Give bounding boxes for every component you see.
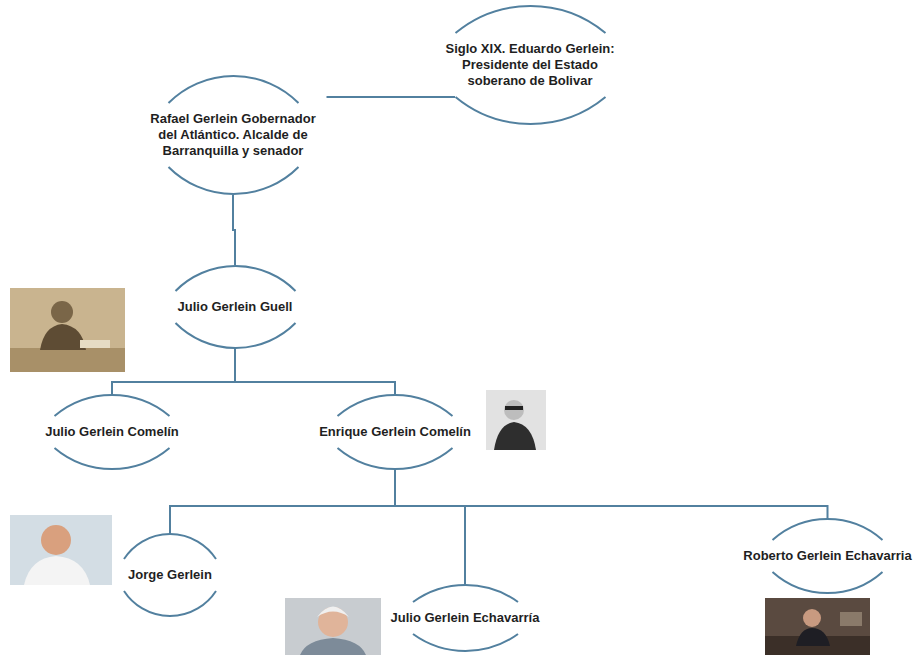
person-name: Rafael Gerlein Gobernador del Atlántico.…: [146, 111, 321, 159]
node-arc: [55, 448, 170, 469]
person-name: Enrique Gerlein Comelín: [319, 424, 471, 440]
tree-connector: [170, 470, 395, 533]
person-name: Julio Gerlein Guell: [178, 299, 293, 315]
person-name: Julio Gerlein Comelín: [45, 424, 179, 440]
person-node: Rafael Gerlein Gobernador del Atlántico.…: [140, 75, 327, 195]
name-block: Enrique Gerlein Comelín: [313, 394, 477, 470]
node-arc: [338, 395, 453, 416]
name-block: Rafael Gerlein Gobernador del Atlántico.…: [140, 75, 327, 195]
tree-connector: [327, 96, 456, 98]
portrait-photo: [10, 288, 125, 372]
person-node: Roberto Gerlein Echavarria: [737, 518, 918, 594]
person-node: Jorge Gerlein: [122, 533, 218, 617]
node-arc: [55, 395, 170, 416]
node-arc: [455, 97, 605, 124]
portrait-photo: [486, 390, 546, 450]
tree-connector: [395, 470, 465, 584]
node-arc: [168, 76, 298, 103]
node-arc: [175, 323, 295, 348]
person-node: Julio Gerlein Guell: [172, 265, 299, 349]
node-arc: [455, 6, 605, 33]
name-block: Roberto Gerlein Echavarria: [737, 518, 918, 594]
person-name: Siglo XIX. Eduardo Gerlein: Presidente d…: [438, 41, 623, 89]
name-block: Jorge Gerlein: [122, 533, 218, 617]
node-arc: [413, 634, 518, 651]
portrait-photo: [765, 598, 870, 655]
portrait-photo: [10, 515, 112, 585]
person-node: Julio Gerlein Echavarría: [385, 584, 546, 652]
name-block: Siglo XIX. Eduardo Gerlein: Presidente d…: [432, 5, 629, 125]
node-arc: [773, 519, 883, 540]
tree-connector: [395, 470, 828, 518]
person-node: Enrique Gerlein Comelín: [313, 394, 477, 470]
node-arc: [338, 448, 453, 469]
person-name: Julio Gerlein Echavarría: [391, 610, 540, 626]
name-block: Julio Gerlein Guell: [172, 265, 299, 349]
node-arc: [413, 585, 518, 602]
person-name: Jorge Gerlein: [128, 567, 212, 583]
tree-connector: [235, 349, 395, 394]
portrait-photo: [285, 598, 381, 655]
node-arc: [124, 534, 216, 559]
node-arc: [175, 266, 295, 291]
person-node: Julio Gerlein Comelín: [39, 394, 185, 470]
name-block: Julio Gerlein Comelín: [39, 394, 185, 470]
node-arc: [773, 572, 883, 593]
node-arc: [124, 591, 216, 616]
person-node: Siglo XIX. Eduardo Gerlein: Presidente d…: [432, 5, 629, 125]
node-arc: [168, 167, 298, 194]
tree-connector: [112, 349, 235, 394]
person-name: Roberto Gerlein Echavarria: [743, 548, 912, 564]
name-block: Julio Gerlein Echavarría: [385, 584, 546, 652]
tree-connector: [233, 195, 235, 265]
